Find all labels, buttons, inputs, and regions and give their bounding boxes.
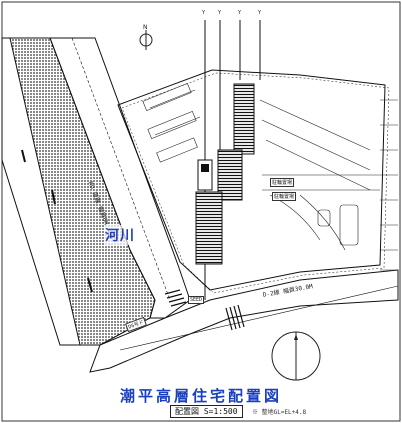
north-arrow-icon: N xyxy=(139,24,153,50)
river-label: 河川 xyxy=(104,225,136,245)
east-grid-ticks xyxy=(262,99,398,271)
drawing-title: 潮平高層住宅配置図 xyxy=(119,387,282,405)
parking-east xyxy=(259,99,371,251)
bicycle-parking-label-2: 駐輪置場 xyxy=(272,192,297,201)
svg-text:Y: Y xyxy=(258,10,261,16)
site-boundary xyxy=(117,69,386,291)
bicycle-parking-label-1: 駐輪置場 xyxy=(270,178,295,187)
river-bank-west xyxy=(1,37,81,346)
svg-text:Y: Y xyxy=(238,10,241,16)
svg-text:N: N xyxy=(143,24,148,31)
svg-text:Y: Y xyxy=(218,10,221,16)
grading-symbol xyxy=(271,331,321,381)
level-note: ※ 整地GL=EL+4.8 xyxy=(252,409,307,416)
crosswalk-south xyxy=(225,304,245,331)
svg-text:Y: Y xyxy=(202,10,205,16)
tower-block-north xyxy=(233,83,255,155)
crosswalk-west xyxy=(164,289,187,307)
tower-block-south xyxy=(195,191,223,265)
block-tag-label: SEED xyxy=(188,296,205,304)
scale-label: 配置図 S=1:500 xyxy=(170,405,243,418)
parking-north xyxy=(142,82,201,163)
